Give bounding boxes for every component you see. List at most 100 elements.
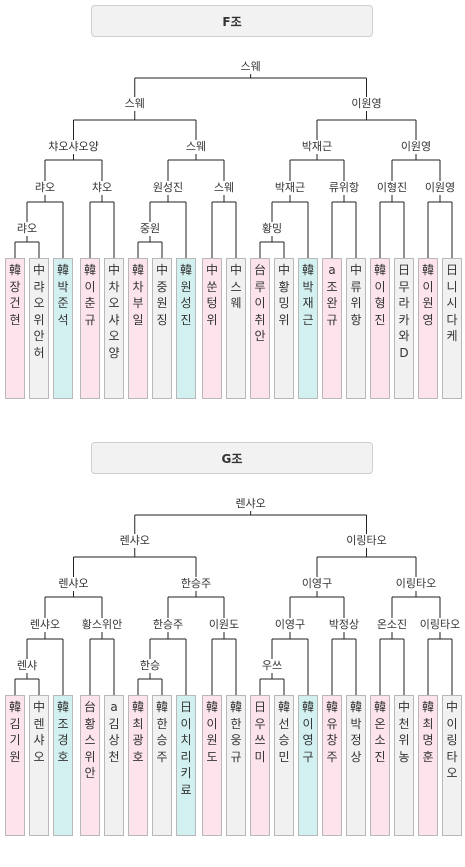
- player-card-char: 렌: [33, 716, 45, 731]
- player-card-char: 기: [9, 733, 21, 747]
- quarterfinal-winner-label: 렌샤오: [57, 577, 90, 591]
- player-card-char: 민: [278, 749, 290, 764]
- player-card-char: 상: [108, 733, 120, 747]
- player-card-char: 박: [302, 279, 314, 294]
- round32-winner-label: 황밍: [260, 222, 284, 236]
- player-card-char: 韓: [56, 263, 69, 277]
- player-card-char: 차: [132, 279, 144, 294]
- player-card-char: 진: [374, 749, 386, 764]
- player-card-char: 최: [422, 716, 434, 731]
- player-card-char: 오: [33, 296, 45, 310]
- player-card-char: 춘: [84, 296, 96, 310]
- player-card-char: 위: [84, 749, 96, 764]
- player-card-char: 이: [374, 279, 386, 294]
- player-card-char: 천: [398, 716, 410, 731]
- player-card-char: 창: [326, 733, 338, 747]
- player-card-char: 현: [9, 312, 21, 327]
- player-card-char: 원: [180, 279, 192, 294]
- round16-winner-label: 챠오: [90, 181, 114, 195]
- quarterfinal-winner-label: 이원영: [399, 140, 433, 154]
- player-card-char: 韓: [131, 263, 144, 277]
- player-card-char: 위: [398, 733, 410, 747]
- round16-winner-label: 이영구: [273, 618, 307, 632]
- player-card-char: 주: [156, 749, 168, 764]
- player-card-char: 오: [33, 749, 45, 764]
- player-card-char: 완: [326, 296, 338, 310]
- player-card-char: 진: [180, 312, 192, 327]
- player-card-char: 中: [32, 700, 45, 714]
- player-card-char: 호: [57, 749, 69, 764]
- round16-winner-label: 이링타오: [418, 618, 462, 632]
- player-card-char: 부: [132, 296, 144, 310]
- quarterfinal-winner-label: 이영구: [300, 577, 334, 591]
- semifinal-winner-label: 이링타오: [345, 534, 388, 548]
- round16-winner-label: 박재근: [273, 181, 307, 195]
- player-card-char: 시: [446, 296, 458, 310]
- player-card-char: 타: [446, 749, 458, 764]
- player-card-char: 中: [277, 263, 290, 277]
- player-card-char: 도: [206, 749, 218, 764]
- player-card-char: 료: [180, 782, 192, 797]
- player-card-char: 승: [278, 733, 290, 747]
- player-card-char: 日: [179, 700, 192, 714]
- player-card-char: 규: [84, 312, 96, 327]
- player-card-char: 韓: [301, 263, 314, 277]
- player-card-char: 장: [9, 279, 21, 294]
- player-card-char: 정: [350, 733, 362, 747]
- player-card-char: 양: [108, 345, 120, 360]
- player-card-char: 항: [350, 312, 362, 327]
- player-card-char: 니: [446, 279, 458, 294]
- player-card-char: 광: [132, 733, 144, 747]
- player-card-char: 성: [180, 296, 192, 310]
- player-card-char: 이: [422, 279, 434, 294]
- player-card-char: 라: [398, 296, 410, 310]
- player-card-char: 취: [254, 312, 266, 327]
- bracket-lines: [14, 511, 453, 695]
- player-card-char: 박: [57, 279, 69, 294]
- player-card-char: 오: [108, 296, 120, 310]
- player-card-char: 와: [398, 329, 410, 343]
- player-card-char: 구: [302, 749, 314, 764]
- player-card-char: 韓: [373, 700, 386, 714]
- player-card-char: 韓: [8, 263, 21, 277]
- player-card-char: 韓: [325, 700, 338, 714]
- player-card-char: 규: [326, 312, 338, 327]
- player-card-char: 카: [398, 312, 410, 327]
- player-card-char: 조: [326, 279, 338, 294]
- player-card-char: 한: [156, 716, 168, 731]
- player-card-char: 韓: [179, 263, 192, 277]
- player-card-char: 김: [108, 716, 120, 731]
- semifinal-winner-label: 이원영: [350, 97, 383, 111]
- player-card-char: 황: [278, 279, 290, 294]
- player-card-char: 中: [155, 263, 168, 277]
- player-card-char: 김: [9, 716, 21, 731]
- final-winner-label: 렌샤오: [234, 497, 267, 511]
- player-card-char: 中: [107, 263, 120, 277]
- player-card-char: 이: [180, 716, 192, 731]
- player-card-char: 소: [374, 733, 386, 747]
- player-card-char: 다: [446, 312, 458, 327]
- player-card-char: 루: [254, 279, 266, 294]
- player-card-char: 韓: [349, 700, 362, 714]
- player-card-char: 웅: [230, 733, 242, 747]
- player-card-char: 키: [180, 766, 192, 780]
- quarterfinal-winner-label: 한승주: [179, 577, 213, 591]
